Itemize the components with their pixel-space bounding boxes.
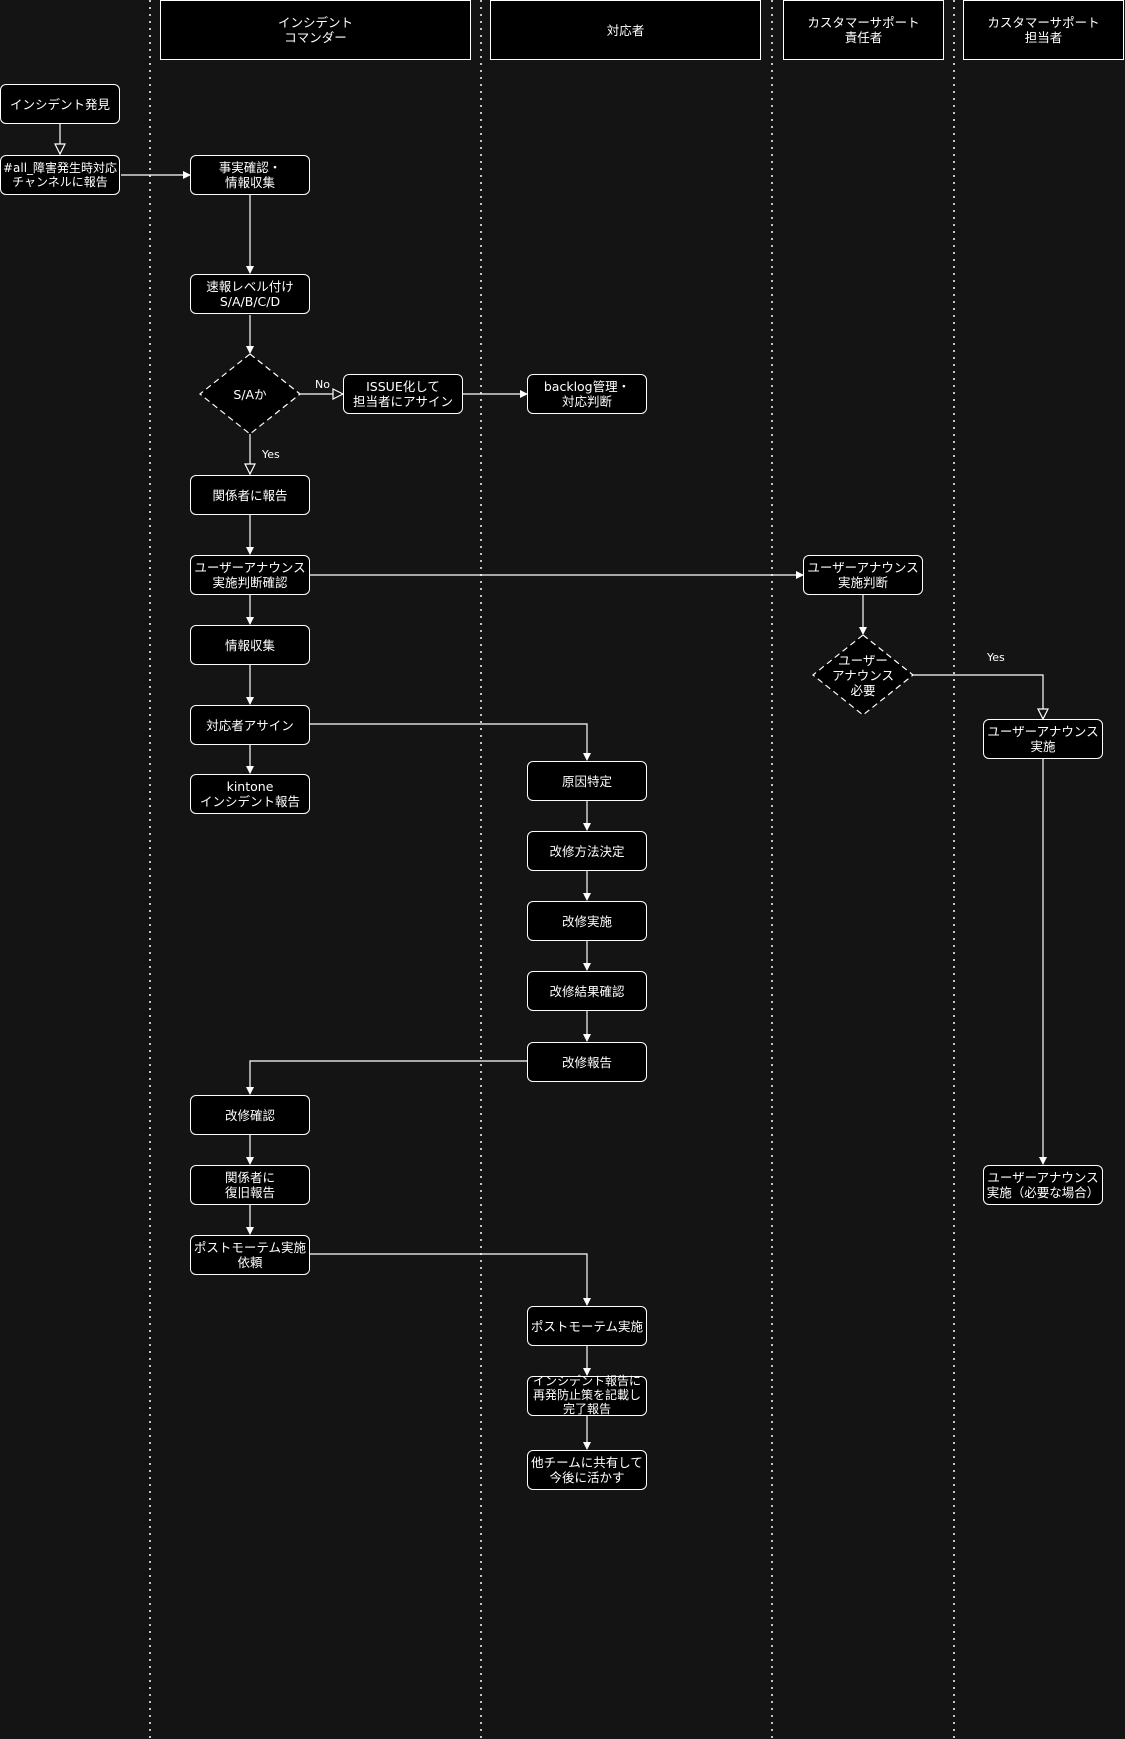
node-kintone: kintone インシデント報告	[190, 774, 310, 814]
node-announce-needed: ユーザー アナウンス 必要	[831, 652, 894, 698]
edge-label-yes-right: Yes	[987, 651, 1005, 664]
node-fix-report: 改修報告	[527, 1042, 647, 1082]
node-announce-do: ユーザーアナウンス 実施	[983, 719, 1103, 759]
node-recovery-report: 関係者に 復旧報告	[190, 1165, 310, 1205]
node-fix-confirm: 改修確認	[190, 1095, 310, 1135]
node-report-parties: 関係者に報告	[190, 475, 310, 515]
node-info-gather: 情報収集	[190, 625, 310, 665]
node-incident-found: インシデント発見	[0, 84, 120, 124]
node-fix-do: 改修実施	[527, 901, 647, 941]
lane-header-responder: 対応者	[490, 0, 761, 60]
lane-header-cs-staff: カスタマーサポート 担当者	[963, 0, 1124, 60]
node-issue-assign: ISSUE化して 担当者にアサイン	[343, 374, 463, 414]
decision-diamond-sa	[199, 353, 301, 435]
edge-needed-yes	[913, 674, 1043, 719]
edge-report-to-fixconfirm	[246, 1060, 527, 1095]
node-postmortem-request: ポストモーテム実施 依頼	[190, 1235, 310, 1275]
node-fix-method: 改修方法決定	[527, 831, 647, 871]
node-root-cause: 原因特定	[527, 761, 647, 801]
node-postmortem-do: ポストモーテム実施	[527, 1306, 647, 1346]
node-fact-check: 事実確認・ 情報収集	[190, 155, 310, 195]
edge-pmrequest-to-pmdo	[310, 1253, 591, 1306]
lane-header-cs-manager: カスタマーサポート 責任者	[783, 0, 944, 60]
node-report-channel: #all_障害発生時対応 チャンネルに報告	[0, 155, 120, 195]
node-is-sa: S/Aか	[233, 386, 267, 402]
node-fix-result: 改修結果確認	[527, 971, 647, 1011]
node-complete-report: インシデント報告に 再発防止策を記載し 完了報告	[527, 1374, 647, 1416]
edge-label-no: No	[315, 378, 330, 391]
lane-header-incident-commander: インシデント コマンダー	[160, 0, 471, 60]
node-announce-confirm: ユーザーアナウンス 実施判断確認	[190, 555, 310, 595]
edge-assign-to-rootcause	[310, 723, 591, 761]
node-share: 他チームに共有して 今後に活かす	[527, 1450, 647, 1490]
node-backlog: backlog管理・ 対応判断	[527, 374, 647, 414]
node-level: 速報レベル付け S/A/B/C/D	[190, 274, 310, 314]
node-assign-responder: 対応者アサイン	[190, 705, 310, 745]
edge-label-yes-left: Yes	[262, 448, 280, 461]
node-announce-decide: ユーザーアナウンス 実施判断	[803, 555, 923, 595]
decision-diamond-announce	[812, 634, 914, 716]
node-announce-if-needed: ユーザーアナウンス 実施（必要な場合）	[983, 1165, 1103, 1205]
